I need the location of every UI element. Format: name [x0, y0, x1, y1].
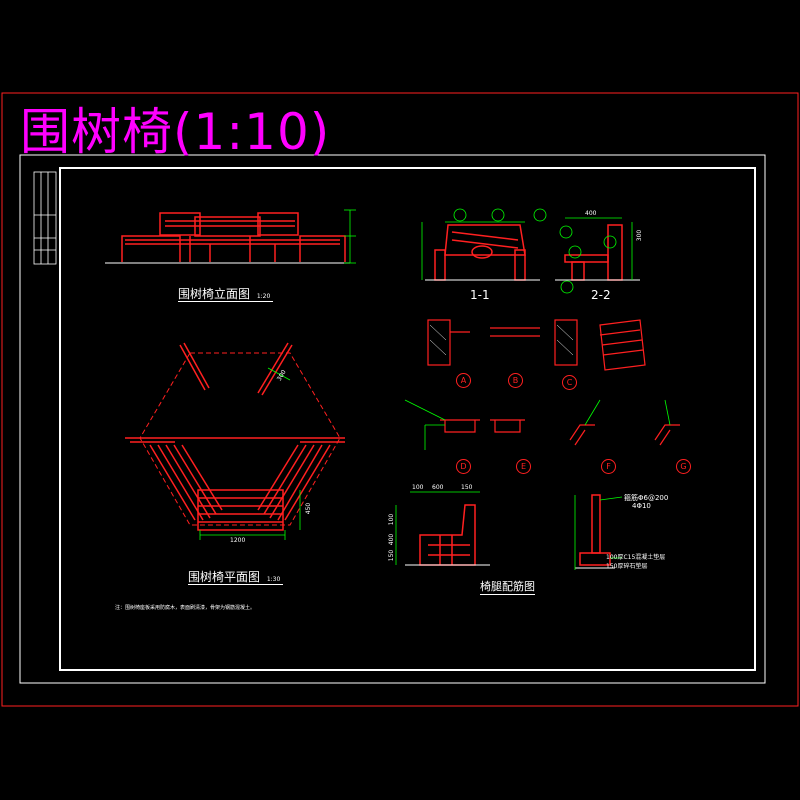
section-2-2-dims [559, 217, 633, 294]
detail-marker-d: D [456, 459, 471, 474]
details-abc [427, 319, 646, 371]
dim-rebar-top-3: 150 [461, 484, 473, 491]
concrete-note-2: 150厚碎石垫层 [606, 563, 648, 570]
elevation-scale: 1:20 [256, 293, 271, 300]
outer-frame [1, 92, 799, 707]
dim-sec-right: 300 [636, 229, 644, 242]
details-defg [440, 419, 680, 446]
rebar-leg-dims [574, 495, 623, 570]
dim-plan-side: 450 [305, 502, 313, 515]
leg-rebar-note-1: 箍筋Φ6@200 [624, 494, 669, 502]
elevation-title-underline [178, 301, 273, 302]
dim-rebar-top-1: 100 [412, 484, 424, 491]
plan-title: 围树椅平面图 1:30 [188, 568, 280, 585]
dim-plan-len: 1200 [230, 537, 246, 544]
detail-marker-c: C [562, 375, 577, 390]
rebar-chair-dims [395, 491, 480, 565]
detail-marker-g: G [676, 459, 691, 474]
elevation-view [105, 212, 350, 264]
plan-title-text: 围树椅平面图 [188, 570, 261, 584]
rebar-chair [405, 504, 490, 566]
plan-view [125, 342, 345, 540]
detail-marker-a-text: A [460, 376, 467, 385]
dim-rebar-top-2: 600 [432, 484, 444, 491]
detail-marker-b-text: B [512, 376, 519, 385]
title-block [33, 171, 57, 265]
inner-frame [19, 154, 766, 684]
details-abc-hatch [429, 324, 574, 356]
dim-rebar-side-2: 150 [388, 549, 396, 562]
dim-sec-top: 400 [585, 210, 597, 217]
sheet-title: 围树椅(1:10) [20, 103, 331, 161]
section-2-label: 2-2 [591, 288, 611, 302]
elevation-title: 围树椅立面图 1:20 [178, 285, 270, 302]
rebar-leg [575, 494, 615, 569]
detail-marker-b: B [508, 373, 523, 388]
drawing-border [59, 167, 756, 671]
dim-rebar-side-1: 400 [388, 533, 396, 546]
section-1-1-dims [421, 208, 547, 280]
elevation-title-text: 围树椅立面图 [178, 287, 251, 301]
rebar-title: 椅腿配筋图 [480, 580, 535, 595]
plan-title-underline [188, 584, 283, 585]
plan-scale: 1:30 [266, 576, 281, 583]
detail-marker-f: F [601, 459, 616, 474]
section-1-label: 1-1 [470, 288, 490, 302]
section-2-2 [555, 224, 640, 281]
detail-marker-f-text: F [606, 462, 611, 471]
general-note: 注：围树椅座板采用防腐木，表面刷清漆，骨架为钢筋混凝土。 [115, 605, 256, 611]
detail-marker-g-text: G [680, 462, 687, 471]
dim-rebar-side-3: 100 [388, 513, 396, 526]
section-1-1 [425, 224, 540, 281]
detail-marker-a: A [456, 373, 471, 388]
detail-marker-d-text: D [460, 462, 467, 471]
detail-marker-c-text: C [566, 378, 573, 387]
concrete-note-1: 100厚C15混凝土垫层 [606, 554, 666, 561]
detail-marker-e: E [516, 459, 531, 474]
detail-marker-e-text: E [520, 462, 527, 471]
elevation-dims [344, 209, 356, 264]
details-defg-leaders [404, 399, 671, 450]
leg-rebar-note-2: 4Φ10 [632, 502, 651, 510]
